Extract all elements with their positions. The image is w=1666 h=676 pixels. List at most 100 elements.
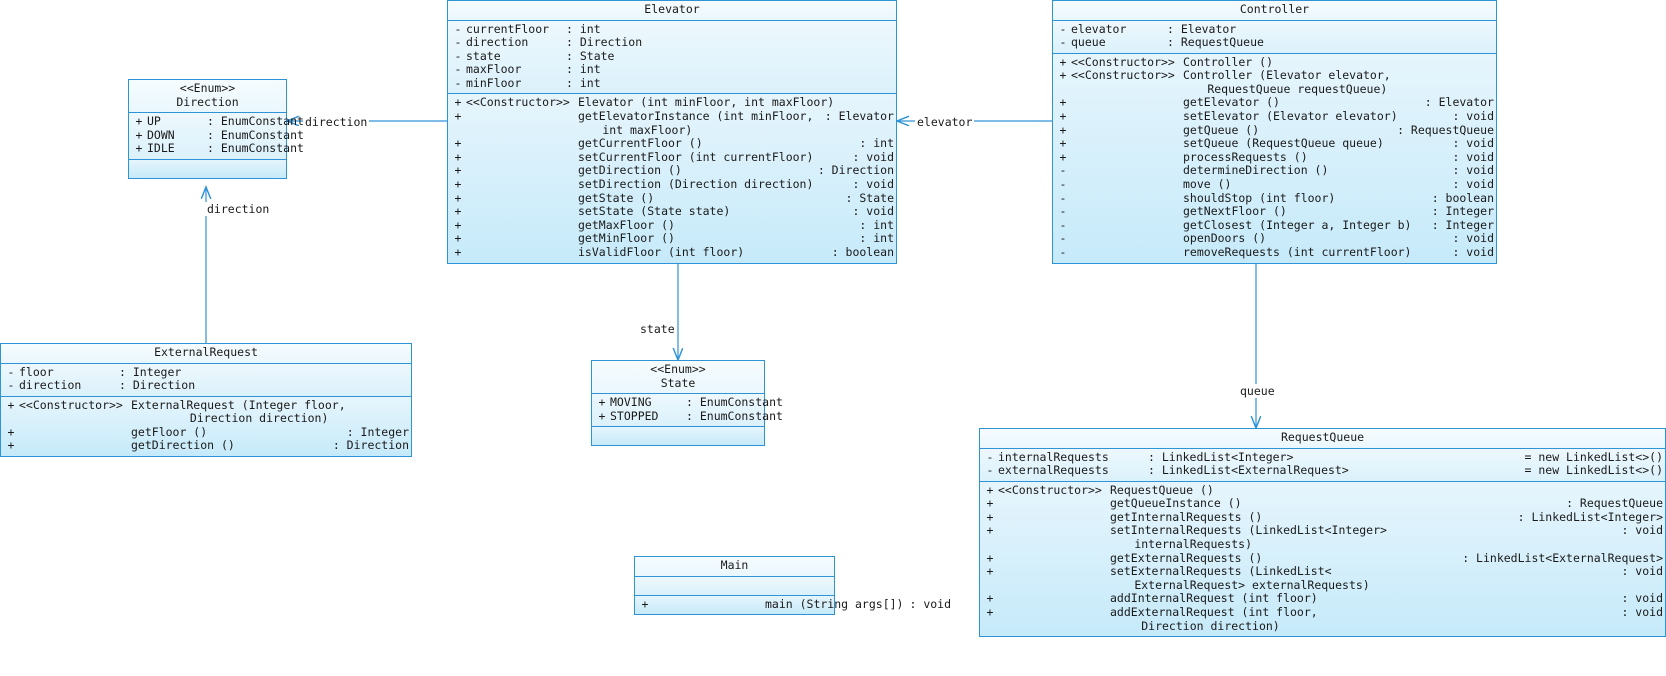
- method-stereotype: [466, 178, 578, 192]
- attribute-type: : Direction: [119, 378, 196, 393]
- method-signature: processRequests (): [1183, 149, 1308, 164]
- attributes-compartment-externalrequest: -floor: Integer-direction : Direction: [1, 363, 411, 397]
- method-stereotype: [466, 192, 578, 206]
- class-name: State: [660, 375, 696, 390]
- visibility-marker: +: [986, 509, 994, 524]
- attribute-type: : int: [566, 75, 601, 90]
- attribute-name: elevator: [1071, 21, 1127, 36]
- visibility-marker: +: [1059, 54, 1067, 69]
- class-member-row: +getElevator (): Elevator: [1053, 96, 1496, 110]
- attribute-name: direction: [466, 35, 529, 50]
- visibility-marker: +: [454, 136, 462, 151]
- class-member-row: +setState (State state): void: [448, 205, 896, 219]
- visibility-marker: +: [1059, 95, 1067, 110]
- method-return-type: : void: [1621, 605, 1663, 620]
- visibility-marker: +: [1059, 122, 1067, 137]
- visibility-marker: +: [986, 605, 994, 620]
- method-signature: getExternalRequests (): [1110, 550, 1263, 565]
- method-signature: getMaxFloor (): [578, 217, 675, 232]
- method-signature: main (String args[]): [765, 596, 904, 611]
- visibility-marker: -: [7, 364, 15, 379]
- class-member-row: +getInternalRequests (): LinkedList<Inte…: [980, 509, 1665, 525]
- method-return-type: : int: [859, 231, 894, 246]
- attribute-name: queue: [1071, 35, 1106, 50]
- class-box-controller[interactable]: Controller -elevator: Elevator-queue: Re…: [1052, 0, 1497, 264]
- class-member-row: -elevator: Elevator: [1053, 21, 1496, 37]
- method-stereotype: [466, 246, 578, 260]
- visibility-marker: -: [454, 62, 462, 77]
- visibility-marker: +: [1059, 149, 1067, 164]
- visibility-marker: -: [7, 378, 15, 393]
- attribute-type: : Direction: [566, 35, 643, 50]
- method-signature: Controller (): [1183, 54, 1274, 69]
- method-signature: Controller (Elevator elevator,: [1183, 68, 1391, 83]
- method-return-type: : void: [909, 596, 952, 611]
- class-box-direction[interactable]: <<Enum>> Direction +UP: EnumConstant+DOW…: [128, 79, 304, 179]
- method-stereotype: [998, 511, 1110, 525]
- method-stereotype: [466, 219, 578, 233]
- method-stereotype: [998, 497, 1110, 511]
- method-return-type: : int: [859, 217, 894, 232]
- visibility-marker: -: [1059, 177, 1067, 192]
- class-member-row: +setInternalRequests (LinkedList<Integer…: [980, 524, 1665, 538]
- method-return-type: : void: [1452, 136, 1494, 151]
- method-signature-continuation: internalRequests): [982, 537, 1253, 552]
- class-member-row: -floor: Integer: [1, 364, 411, 380]
- method-signature: shouldStop (int floor): [1183, 190, 1336, 205]
- method-return-type: : RequestQueue: [1397, 122, 1494, 137]
- class-member-row: +getState (): State: [448, 191, 896, 206]
- visibility-marker: +: [454, 231, 462, 246]
- class-box-externalrequest[interactable]: ExternalRequest -floor: Integer-directio…: [0, 343, 412, 458]
- method-signature: addExternalRequest (int floor,: [1110, 605, 1318, 620]
- method-return-type: : void: [1452, 109, 1494, 124]
- class-member-row: +getCurrentFloor (): int: [448, 137, 896, 151]
- method-stereotype: [466, 137, 578, 151]
- attribute-name: direction: [19, 378, 82, 393]
- method-signature: setQueue (RequestQueue queue): [1183, 136, 1384, 151]
- visibility-marker: +: [135, 127, 143, 142]
- class-member-row: +getFloor (): Integer: [1, 425, 411, 440]
- visibility-marker: -: [1059, 163, 1067, 178]
- class-member-row: -removeRequests (int currentFloor): void: [1053, 245, 1496, 260]
- method-stereotype: [466, 205, 578, 219]
- class-box-state[interactable]: <<Enum>> State +MOVING: EnumConstant+STO…: [591, 360, 783, 447]
- methods-compartment-state: [592, 427, 764, 446]
- method-return-type: : Direction: [332, 438, 409, 453]
- attribute-name: externalRequests: [998, 463, 1109, 478]
- class-member-row: -direction: Direction: [448, 35, 896, 50]
- attribute-type: : LinkedList<Integer>: [1148, 449, 1294, 464]
- visibility-marker: +: [7, 438, 15, 453]
- class-member-row: +setElevator (Elevator elevator): void: [1053, 109, 1496, 124]
- method-stereotype: <<Constructor>>: [19, 397, 123, 412]
- method-stereotype: [1071, 151, 1183, 165]
- attribute-initializer: = new LinkedList<>(): [1524, 463, 1663, 478]
- class-box-elevator[interactable]: Elevator -currentFloor: int-direction: D…: [447, 0, 897, 264]
- attribute-name: state: [466, 48, 501, 63]
- class-member-row: +processRequests (): void: [1053, 149, 1496, 165]
- method-return-type: : void: [1621, 523, 1663, 538]
- edge-label-direction-external: direction: [205, 202, 272, 216]
- class-member-row: -openDoors (): void: [1053, 232, 1496, 246]
- attribute-name: UP: [147, 114, 161, 128]
- attribute-name: STOPPED: [610, 408, 659, 423]
- visibility-marker: +: [454, 217, 462, 232]
- method-return-type: : Elevator: [1424, 95, 1494, 110]
- visibility-marker: +: [7, 397, 15, 412]
- class-member-row: +setQueue (RequestQueue queue): void: [1053, 137, 1496, 151]
- visibility-marker: -: [1059, 231, 1067, 246]
- attribute-type: : EnumConstant: [207, 114, 304, 128]
- method-signature: Elevator (int minFloor, int maxFloor): [578, 95, 835, 110]
- edge-label-direction-elevator: direction: [303, 115, 370, 129]
- class-member-row: +<<Constructor>>ExternalRequest (Integer…: [1, 397, 411, 413]
- class-box-main[interactable]: Main +main (String args[]): void: [634, 556, 951, 616]
- visibility-marker: -: [454, 75, 462, 90]
- class-member-row: + getMaxFloor () : int: [448, 217, 896, 233]
- method-stereotype: [19, 439, 131, 453]
- class-member-row: +setDirection (Direction direction): voi…: [448, 177, 896, 192]
- method-stereotype: [998, 592, 1110, 606]
- method-signature: setInternalRequests (LinkedList<Integer>: [1110, 523, 1387, 538]
- method-signature: setExternalRequests (LinkedList<: [1110, 564, 1332, 579]
- method-return-type: : void: [1621, 591, 1663, 606]
- class-box-requestqueue[interactable]: RequestQueue -internalRequests: LinkedLi…: [979, 428, 1666, 638]
- class-member-row: -externalRequests: LinkedList<ExternalRe…: [980, 463, 1665, 478]
